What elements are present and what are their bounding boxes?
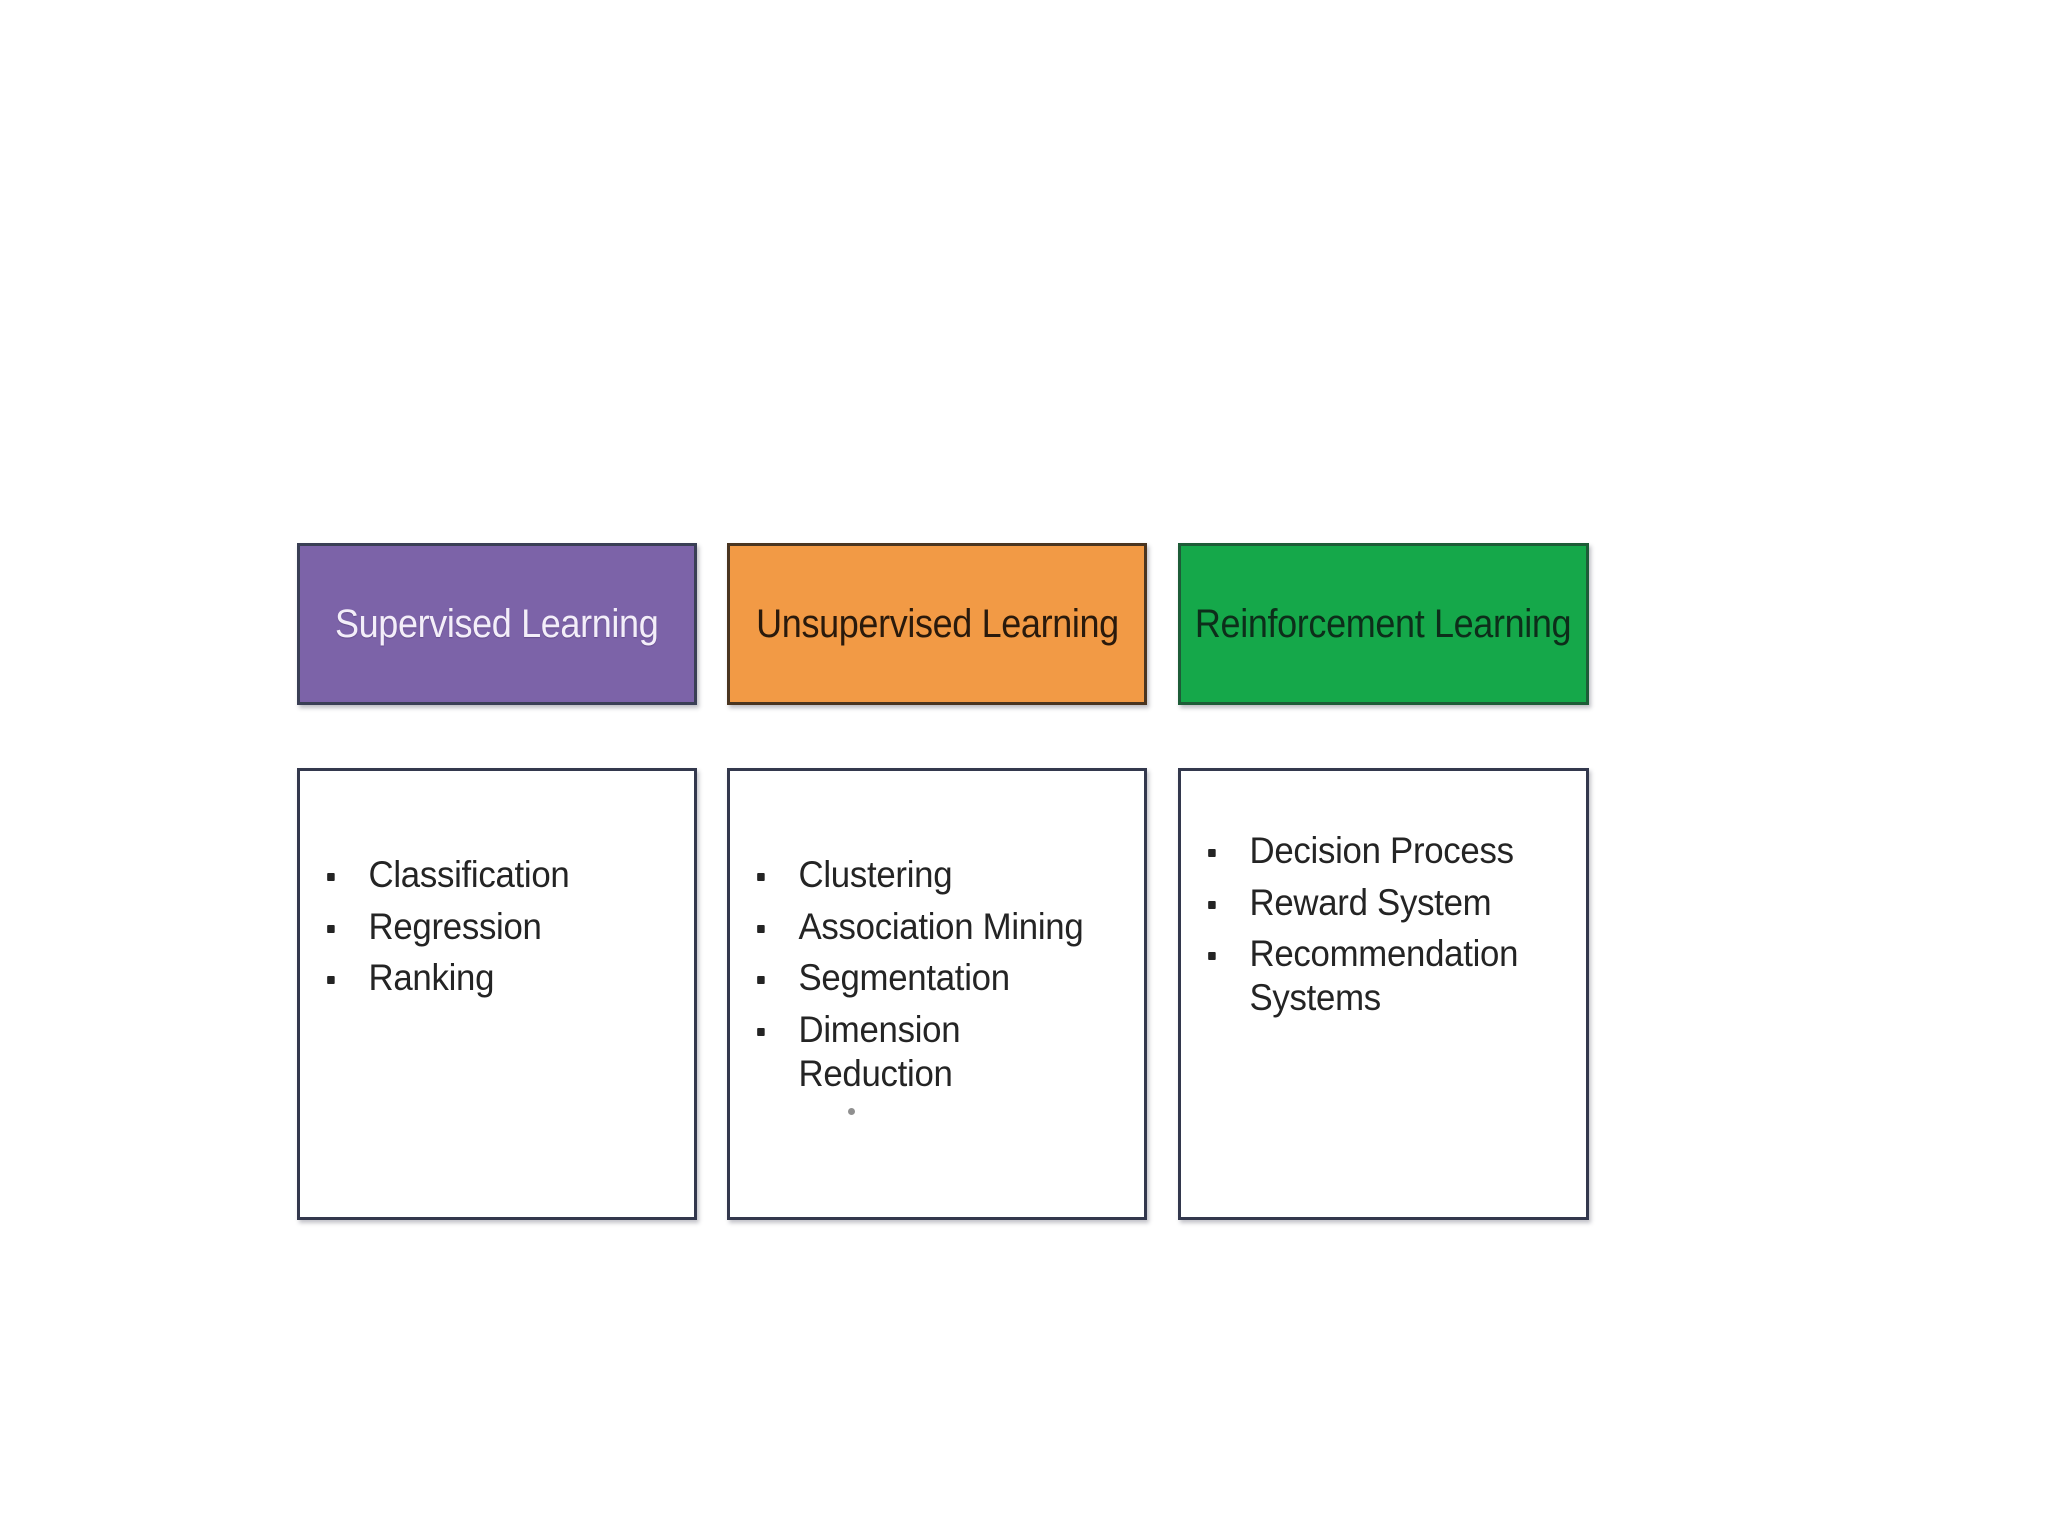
content-box-supervised-learning: Classification Regression Ranking: [297, 768, 697, 1220]
bullet-list-unsupervised-learning: Clustering Association Mining Segmentati…: [744, 853, 1138, 1103]
list-item: Ranking: [314, 956, 666, 1000]
content-box-reinforcement-learning: Decision Process Reward System Recommend…: [1178, 768, 1589, 1220]
column-supervised-learning: Supervised Learning Classification Regre…: [297, 543, 697, 1220]
header-box-supervised-learning[interactable]: Supervised Learning: [297, 543, 697, 705]
header-label-reinforcement-learning: Reinforcement Learning: [1195, 601, 1572, 646]
column-reinforcement-learning: Reinforcement Learning Decision Process …: [1178, 543, 1589, 1220]
list-item: Association Mining: [744, 905, 1114, 949]
list-item: Dimension Reduction: [744, 1008, 1114, 1095]
list-item: Clustering: [744, 853, 1114, 897]
bullet-list-supervised-learning: Classification Regression Ranking: [314, 853, 688, 1008]
stray-dot-artifact: [848, 1108, 855, 1115]
list-item: Recommendation Systems: [1195, 932, 1557, 1019]
header-label-unsupervised-learning: Unsupervised Learning: [755, 601, 1119, 646]
list-item: Decision Process: [1195, 829, 1557, 873]
list-item: Regression: [314, 905, 666, 949]
list-item: Classification: [314, 853, 666, 897]
header-box-unsupervised-learning[interactable]: Unsupervised Learning: [727, 543, 1147, 705]
bullet-list-reinforcement-learning: Decision Process Reward System Recommend…: [1195, 829, 1580, 1028]
content-box-unsupervised-learning: Clustering Association Mining Segmentati…: [727, 768, 1147, 1220]
header-label-supervised-learning: Supervised Learning: [335, 601, 659, 646]
list-item: Reward System: [1195, 881, 1557, 925]
header-box-reinforcement-learning[interactable]: Reinforcement Learning: [1178, 543, 1589, 705]
column-unsupervised-learning: Unsupervised Learning Clustering Associa…: [727, 543, 1147, 1220]
list-item: Segmentation: [744, 956, 1114, 1000]
